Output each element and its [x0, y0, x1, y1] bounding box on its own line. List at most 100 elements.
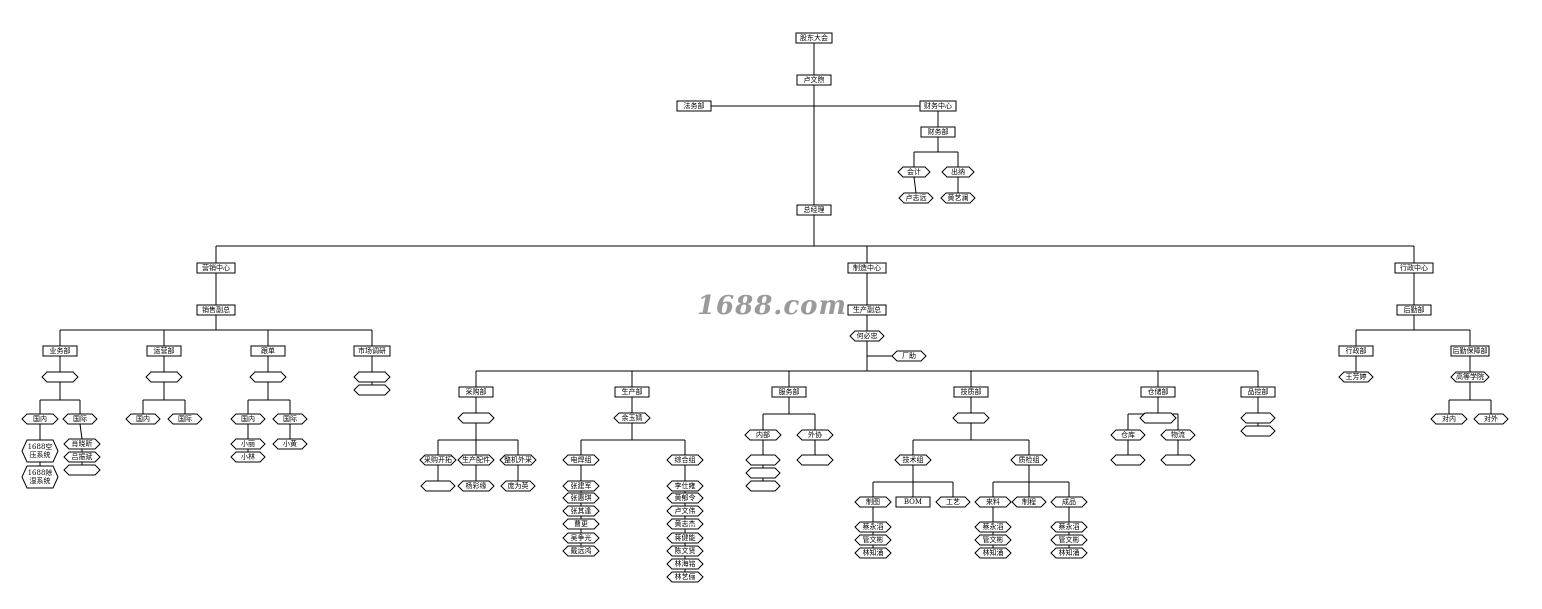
node-fuwu-e4 — [796, 454, 834, 466]
hexagon-shape — [854, 547, 892, 559]
node-label: 制程 — [1022, 497, 1036, 506]
node-cangku: 仓库 — [1110, 429, 1146, 441]
node-hanjie-zu: 电焊组 — [562, 454, 600, 466]
node-chou-shi: 1688除湿系统 — [21, 465, 59, 489]
node-gendan: 跟单 — [250, 345, 286, 357]
hexagon-shape — [1050, 547, 1088, 559]
hexagon-shape — [1160, 454, 1196, 466]
hexagon-shape — [63, 451, 101, 463]
hexagon-shape — [272, 438, 308, 450]
hexagon-shape — [230, 413, 266, 425]
node-jishu-e1 — [952, 412, 990, 424]
node-label: 综合组 — [675, 455, 696, 464]
node-label: BOM — [904, 498, 922, 506]
node-label: 生产配件 — [462, 455, 490, 464]
node-yewu: 业务部 — [42, 345, 78, 357]
node-label: 股东大会 — [800, 33, 828, 42]
rect-shape — [1396, 304, 1432, 316]
node-yunying-e1 — [145, 371, 183, 383]
node-label: 质检组 — [1019, 455, 1040, 464]
node-jishu-p1: 蔡永滔 — [854, 521, 892, 533]
node-caiwu-center: 财务中心 — [919, 100, 957, 112]
hexagon-shape — [145, 371, 183, 383]
node-gaodeng-xueyuan: 高等学院 — [1450, 371, 1490, 383]
hexagon-shape — [1240, 412, 1276, 424]
node-zhijian-zu: 质检组 — [1010, 454, 1048, 466]
node-label: 成品 — [1062, 497, 1076, 506]
rect-shape — [953, 386, 989, 398]
hexagon-shape — [1010, 454, 1048, 466]
node-shengchan-peijian: 生产配件 — [457, 454, 495, 466]
node-label: 行政部 — [1346, 346, 1367, 355]
node-chengpin: 成品 — [1050, 496, 1088, 508]
node-label: 陈文贤 — [675, 546, 696, 555]
node-xiaoshou-fuzong: 销售副总 — [196, 304, 236, 316]
hexagon-shape — [230, 451, 266, 463]
node-label: 李仕雍 — [675, 481, 696, 490]
hexagon-shape — [854, 496, 892, 508]
rect-shape — [847, 262, 887, 274]
node-yewu-guonei: 国内 — [21, 413, 59, 425]
node-fuwu-e2 — [745, 467, 781, 479]
hexagon-shape — [353, 371, 391, 383]
node-lin-haiming: 林海铭 — [666, 558, 704, 570]
node-jishu: 技质部 — [953, 386, 989, 398]
hexagon-shape — [562, 545, 600, 557]
node-he-bizhong: 何必忠 — [849, 330, 885, 342]
node-label: 蒋健能 — [675, 533, 696, 542]
hexagon-shape — [420, 480, 456, 492]
node-label: 生产副总 — [853, 305, 881, 314]
node-label: 余玉婧 — [622, 413, 643, 422]
node-label: 厂助 — [902, 351, 916, 360]
node-label: 林海铭 — [675, 559, 696, 568]
node-label: 黄志杰 — [675, 519, 696, 528]
hexagon-shape — [666, 492, 704, 504]
node-label: 卢志远 — [906, 193, 927, 202]
node-label: 技质部 — [961, 387, 982, 396]
hexagon-shape — [666, 505, 704, 517]
hexagon-shape — [849, 330, 885, 342]
node-yunying-guoji: 国际 — [167, 413, 203, 425]
hexagon-shape — [1240, 425, 1276, 437]
node-fuwu: 服务部 — [771, 386, 807, 398]
node-label: 出纳 — [951, 167, 965, 176]
node-zongjingli: 总经理 — [796, 204, 832, 216]
node-gendan-e1 — [249, 371, 287, 383]
node-chengpin-p1: 蔡永滔 — [1050, 521, 1088, 533]
rect-shape — [458, 386, 494, 398]
node-label: 生产部 — [622, 387, 643, 396]
hexagon-shape — [974, 534, 1012, 546]
node-zonghe-zu: 综合组 — [666, 454, 704, 466]
node-label: 电焊组 — [571, 455, 592, 464]
node-label: 林知涌 — [1059, 548, 1080, 557]
node-houqin-baozhang: 后勤保障部 — [1450, 345, 1490, 357]
node-caigou-kaifa: 采购开拓 — [419, 454, 457, 466]
hexagon-shape — [562, 492, 600, 504]
hexagon-shape — [941, 166, 975, 178]
hexagon-shape — [796, 429, 834, 441]
node-label: 吕振斌 — [72, 452, 93, 461]
rect-shape — [847, 304, 887, 316]
node-label: 工艺 — [946, 498, 960, 506]
node-lailiao: 来料 — [974, 496, 1012, 508]
node-zhengji-waicai: 整机外采 — [499, 454, 537, 466]
node-lailiao-p2: 管文彬 — [974, 534, 1012, 546]
node-label: 销售副总 — [202, 305, 230, 314]
watermark-logo-text: 1688.com — [697, 291, 847, 321]
node-pinkong-e2 — [1240, 425, 1276, 437]
node-label: 制造中心 — [853, 263, 881, 272]
node-label: 肖晓昕 — [72, 439, 93, 448]
node-gongyi: 工艺 — [935, 496, 971, 508]
node-label: 小丽 — [241, 439, 255, 448]
node-xingzheng-center: 行政中心 — [1394, 262, 1434, 274]
node-yewu-e2 — [63, 464, 101, 476]
hexagon-shape — [1139, 412, 1177, 424]
node-caigou: 采购部 — [458, 386, 494, 398]
node-caigou-e1 — [457, 412, 495, 424]
node-label: 国内 — [33, 414, 47, 423]
rect-shape — [795, 32, 833, 44]
rect-shape — [250, 345, 286, 357]
hexagon-shape — [21, 413, 59, 425]
node-label: 来料 — [986, 497, 1000, 506]
rect-shape — [796, 74, 832, 86]
